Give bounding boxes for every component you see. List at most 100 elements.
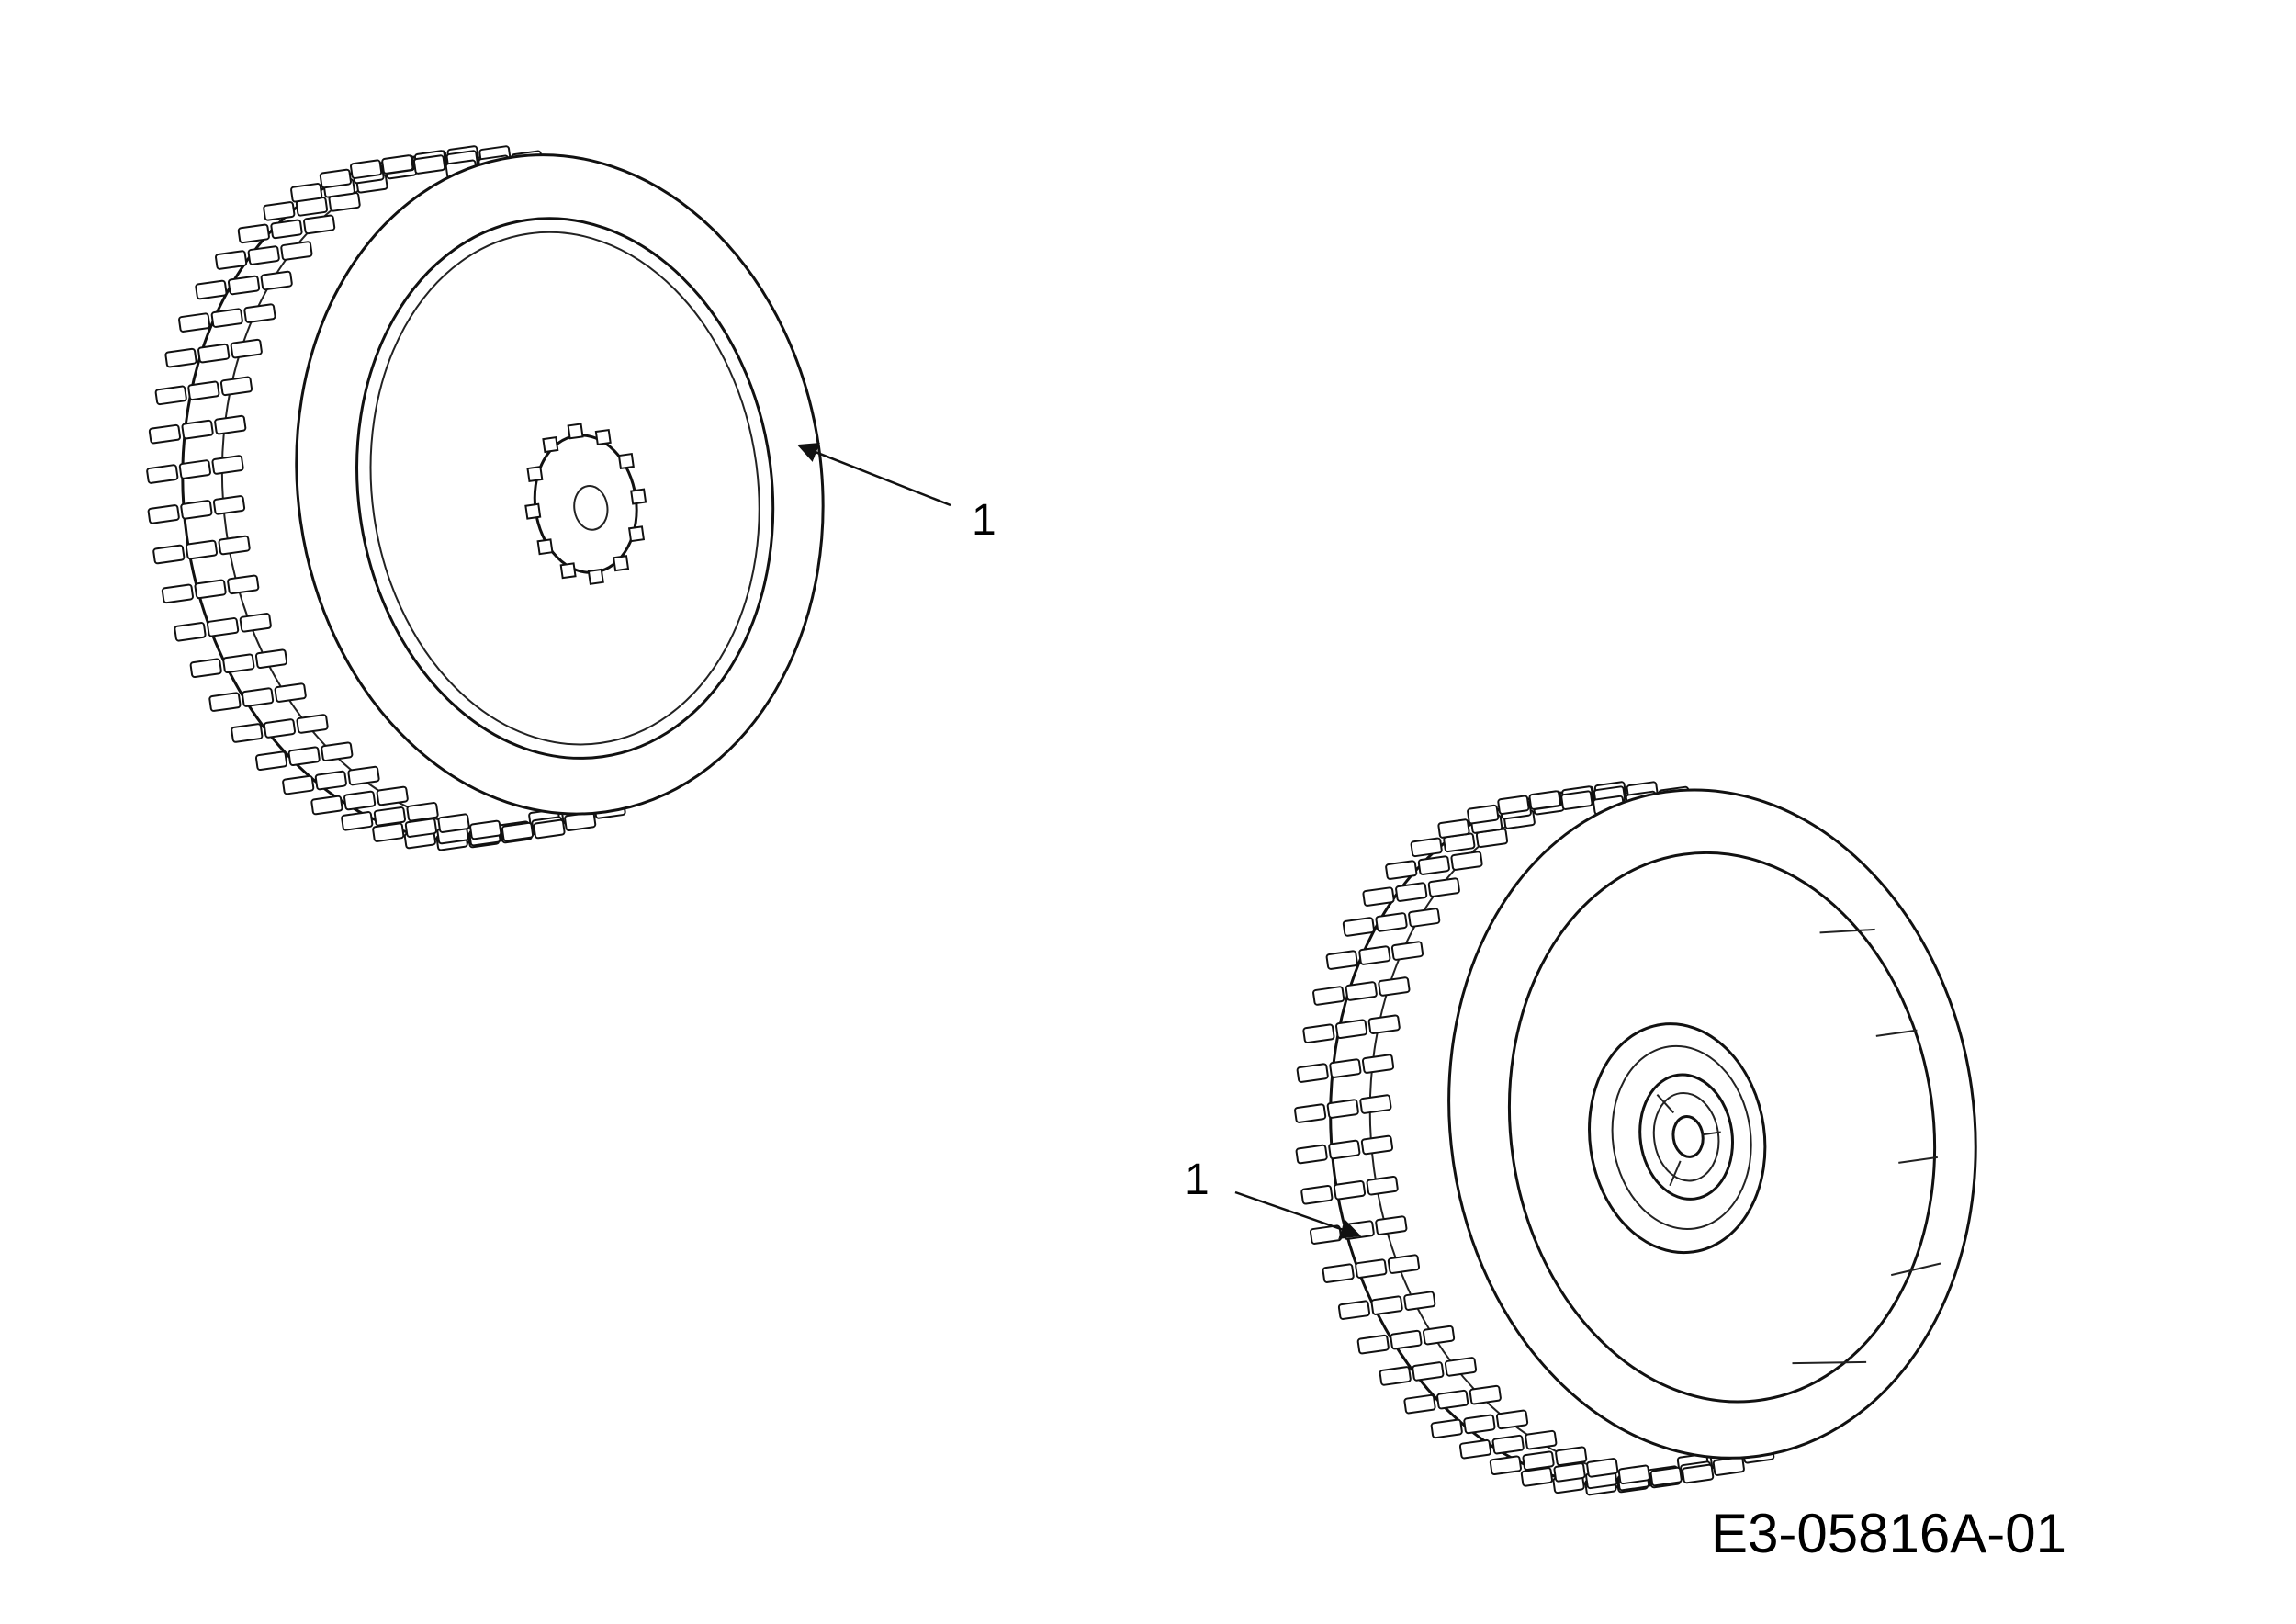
tread-block <box>1436 1389 1469 1410</box>
tread-block <box>247 245 280 265</box>
tread-block <box>1342 1220 1375 1240</box>
tread-block <box>1403 1393 1436 1415</box>
tread-block <box>303 214 336 235</box>
tread-block <box>148 423 181 445</box>
tread-block <box>1390 941 1424 961</box>
tread-block <box>381 154 414 175</box>
tread-block <box>1489 1455 1522 1476</box>
tread-block <box>1712 1456 1745 1476</box>
tread-block <box>147 504 180 524</box>
tread-block <box>222 653 255 674</box>
tread-block <box>376 785 409 806</box>
tread-block <box>212 495 246 515</box>
tread-block <box>1497 795 1530 816</box>
tread-block <box>164 347 197 368</box>
tread-block <box>1295 1144 1328 1165</box>
tread-block <box>319 168 352 189</box>
tread-block <box>1334 1019 1368 1040</box>
tread-block <box>254 648 288 670</box>
front-wheel[interactable] <box>104 105 867 885</box>
tread-block <box>1410 837 1443 858</box>
gear-tooth <box>524 502 542 520</box>
tread-block <box>1358 945 1391 965</box>
tread-block <box>1361 1054 1395 1074</box>
tread-block <box>1326 1099 1359 1119</box>
tread-block <box>1469 1384 1502 1405</box>
tread-block <box>1294 1103 1327 1123</box>
tread-block <box>1367 1014 1401 1034</box>
callout-label: 1 <box>1185 1156 1210 1204</box>
tread-block <box>1495 1409 1529 1430</box>
tread-block <box>174 622 207 642</box>
tread-block <box>1417 855 1450 875</box>
tread-block <box>1444 1357 1478 1377</box>
tread-block <box>1329 1058 1362 1078</box>
tread-block <box>263 201 296 221</box>
tread-block <box>152 544 186 565</box>
callout-1: 1 <box>796 442 996 545</box>
tread-block <box>1387 1254 1421 1274</box>
tread-block <box>227 275 261 296</box>
tread-block <box>1553 1462 1586 1483</box>
tread-block <box>1422 1325 1456 1346</box>
tread-block <box>1560 790 1593 810</box>
tread-block <box>1467 804 1500 825</box>
tread-block <box>1682 1463 1715 1484</box>
tread-block <box>215 250 248 270</box>
tread-block <box>1312 986 1345 1006</box>
tread-block <box>282 774 315 795</box>
tread-block <box>501 821 535 842</box>
tread-block <box>1450 851 1483 871</box>
tread-block <box>406 802 439 822</box>
tread-block <box>533 818 566 840</box>
tread-block <box>1412 1361 1445 1382</box>
gear-tooth <box>627 525 646 543</box>
rear-wheel[interactable] <box>1251 739 2020 1530</box>
tread-block <box>146 464 179 484</box>
callout-2: 1 <box>1185 1156 1362 1239</box>
tread-block <box>1463 1414 1496 1435</box>
tread-block <box>1342 917 1375 937</box>
tread-block <box>1359 1094 1392 1114</box>
tread-block <box>1362 886 1395 907</box>
tread-block <box>1322 1263 1355 1283</box>
tread-block <box>1356 1334 1390 1355</box>
tread-block <box>350 159 383 179</box>
tread-block <box>1385 860 1418 880</box>
tread-block <box>207 617 240 637</box>
tread-block <box>189 658 222 679</box>
tread-block <box>1390 1329 1423 1350</box>
tread-block <box>290 183 323 203</box>
tread-block <box>1403 1291 1436 1311</box>
tread-block <box>230 338 263 359</box>
wheel-hub <box>1588 1022 1767 1255</box>
tread-block <box>161 583 194 604</box>
gear-tooth <box>630 488 647 505</box>
callout-label: 1 <box>972 496 996 545</box>
gear-tooth <box>613 555 630 572</box>
tread-block <box>347 765 380 786</box>
tread-block <box>321 741 354 762</box>
drive-gear <box>524 423 647 585</box>
tread-block <box>1427 877 1460 897</box>
tread-block <box>227 574 260 595</box>
gear-tooth <box>594 428 612 446</box>
tread-block <box>1528 790 1561 810</box>
tread-block <box>211 455 244 475</box>
tread-block <box>178 459 211 479</box>
tread-block <box>1296 1063 1329 1083</box>
tread-block <box>412 154 446 175</box>
tread-block <box>1337 1300 1371 1320</box>
tread-block <box>1395 882 1428 902</box>
tread-block <box>1458 1438 1492 1460</box>
gear-tooth <box>542 436 559 454</box>
tread-block <box>437 813 470 833</box>
tread-block <box>1360 1134 1394 1156</box>
tread-block <box>1302 1023 1335 1044</box>
tread-block <box>1300 1184 1334 1205</box>
tread-block <box>314 770 347 791</box>
tread-block <box>274 682 307 703</box>
tread-block <box>1430 1418 1463 1439</box>
tread-block <box>1437 818 1470 839</box>
